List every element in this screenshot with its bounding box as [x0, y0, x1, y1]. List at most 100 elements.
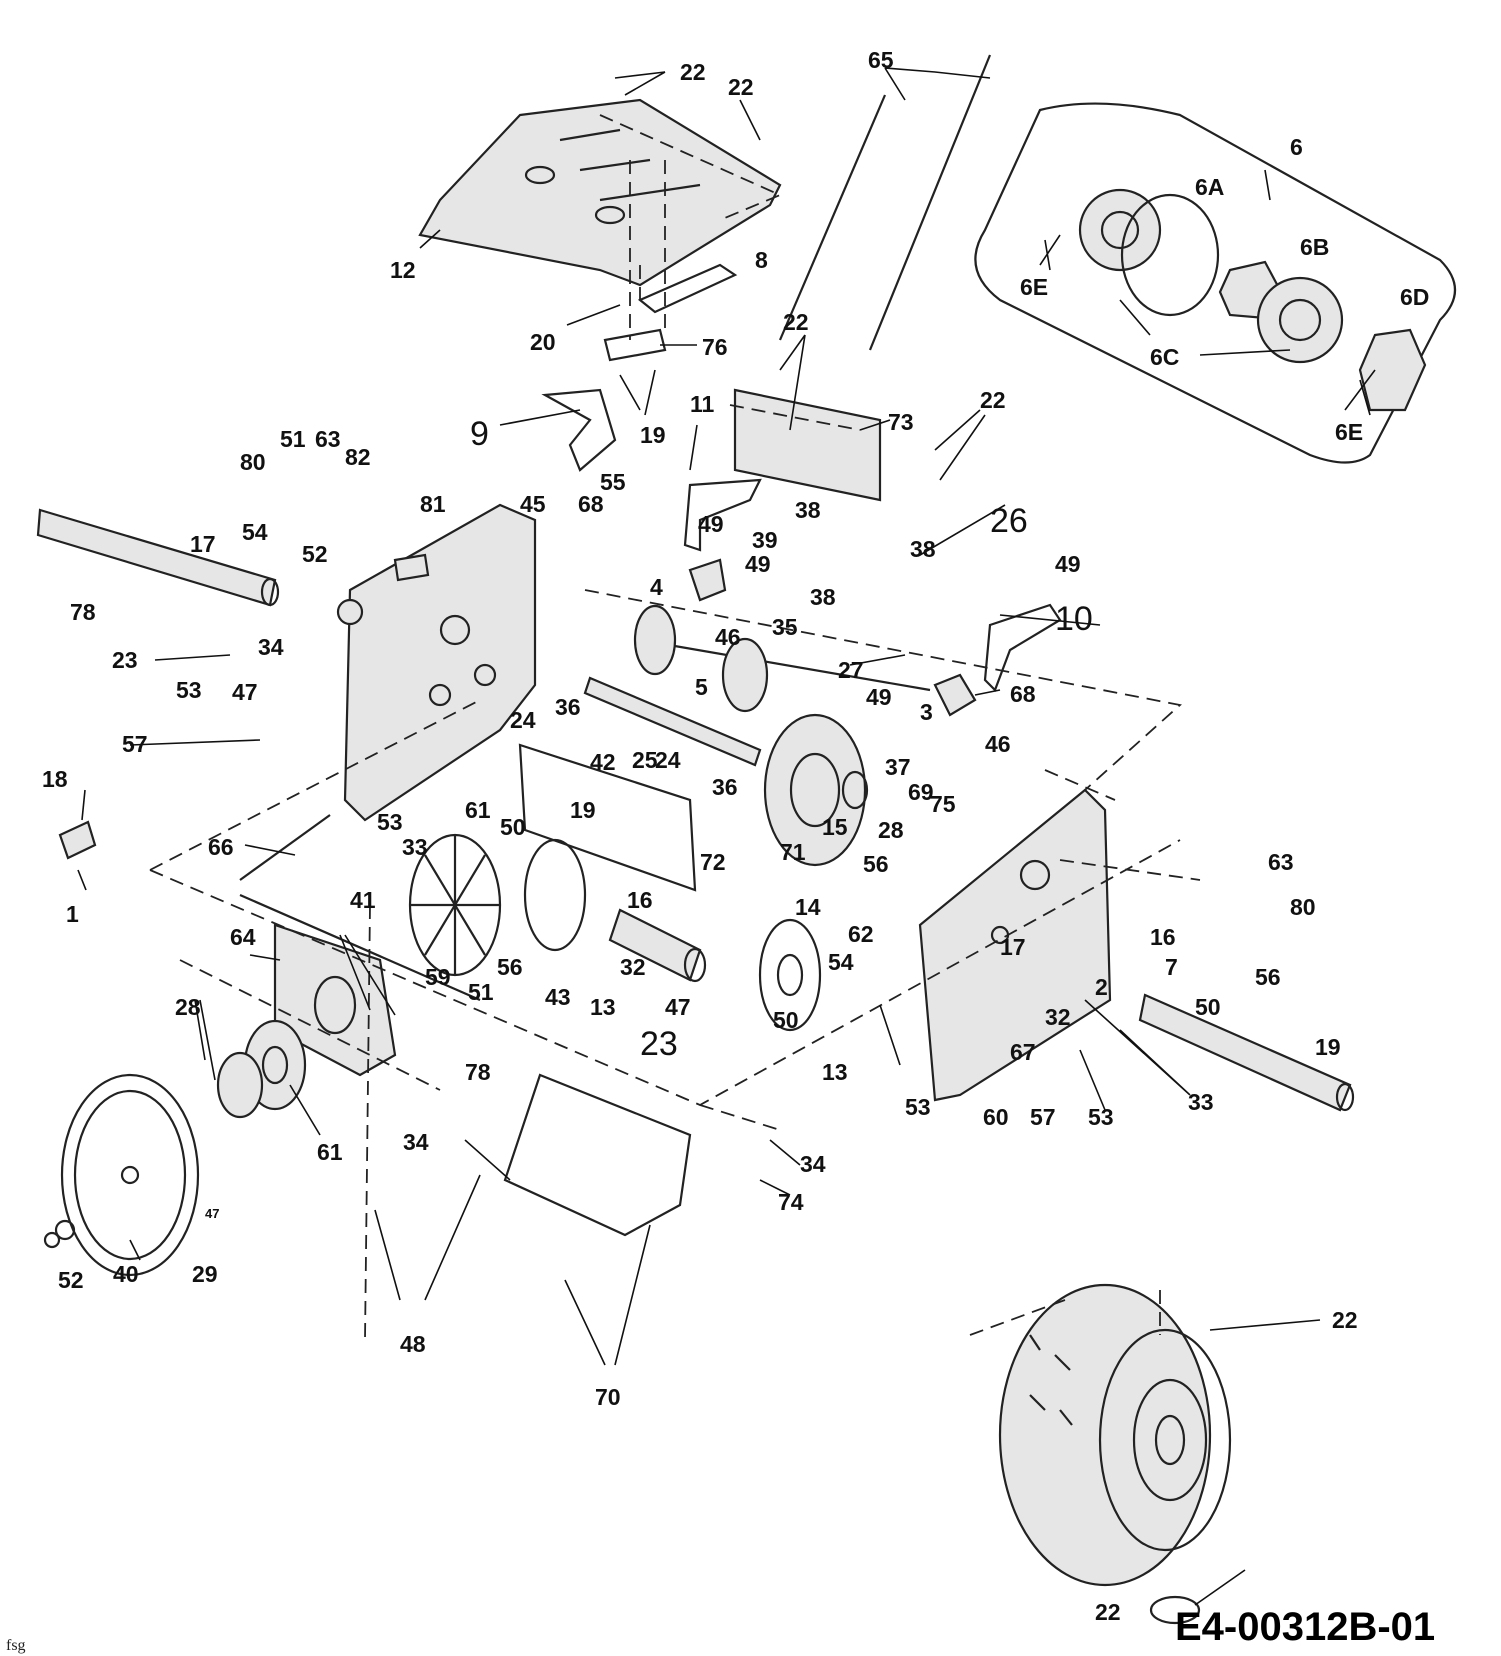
frame-bracket	[518, 743, 697, 892]
cable-bracket	[733, 388, 882, 502]
part-label: 70	[595, 1384, 621, 1410]
part-label: 64	[230, 924, 256, 950]
friction-ring	[1120, 193, 1220, 317]
part-label: 29	[192, 1261, 218, 1287]
part-label: 56	[1255, 964, 1281, 990]
part-label: 80	[240, 449, 266, 475]
footer-note: fsg	[6, 1637, 26, 1654]
part-label: 78	[465, 1059, 491, 1085]
bearing-block	[933, 673, 977, 717]
part-label: 22	[728, 74, 754, 100]
friction-wheel-detail-box	[974, 102, 1456, 464]
part-label: 33	[1188, 1089, 1214, 1115]
part-label: 50	[773, 1007, 799, 1033]
part-label: 76	[702, 334, 728, 360]
rod	[239, 814, 331, 881]
part-label: 48	[400, 1331, 426, 1357]
shift-lever-arm	[541, 388, 617, 472]
part-label: 28	[175, 994, 201, 1020]
part-label: 18	[42, 766, 68, 792]
part-label: 1	[66, 901, 79, 927]
part-label: 6A	[1195, 174, 1224, 200]
part-label: 50	[500, 814, 526, 840]
part-label: 16	[1150, 924, 1176, 950]
part-label: 20	[530, 329, 556, 355]
part-label: 62	[848, 921, 874, 947]
part-label: 56	[863, 851, 889, 877]
part-label: 74	[778, 1189, 804, 1215]
part-label: 14	[795, 894, 821, 920]
part-label: 36	[712, 774, 738, 800]
part-label: 53	[1088, 1104, 1114, 1130]
part-label: 61	[317, 1139, 343, 1165]
part-label: 42	[590, 749, 616, 775]
part-label: 22	[680, 59, 706, 85]
part-label: 53	[377, 809, 403, 835]
bottom-cover-plate	[503, 1073, 692, 1237]
handle-mount-plate	[418, 98, 782, 287]
part-label: 43	[545, 984, 571, 1010]
drive-shaft	[639, 638, 931, 692]
axle-left	[36, 508, 277, 607]
part-label: 17	[190, 531, 216, 557]
sprocket	[721, 637, 769, 713]
part-label: 49	[866, 684, 892, 710]
part-label: 55	[600, 469, 626, 495]
part-label: 6D	[1400, 284, 1429, 310]
part-label: 81	[420, 491, 446, 517]
part-label: 57	[122, 731, 148, 757]
leader-lines	[77, 67, 1376, 1366]
flange-bearing	[336, 598, 364, 626]
bearing-flange	[1358, 328, 1427, 412]
part-label: 67	[1010, 1039, 1036, 1065]
part-label: 22	[783, 309, 809, 335]
shift-link	[637, 263, 738, 314]
friction-wheel	[633, 604, 677, 676]
part-label: 16	[627, 887, 653, 913]
part-label: 24	[655, 747, 681, 773]
part-label: 2	[1095, 974, 1108, 1000]
part-label: 63	[1268, 849, 1294, 875]
part-label: 35	[772, 614, 798, 640]
part-label: 12	[390, 257, 416, 283]
part-label: 8	[755, 247, 768, 273]
friction-disc	[1078, 188, 1162, 272]
part-label: 5	[695, 674, 708, 700]
part-label: 38	[795, 497, 821, 523]
part-label: 69	[908, 779, 934, 805]
part-label: 9	[470, 415, 489, 453]
part-label: 51	[280, 426, 306, 452]
mount-bracket	[58, 820, 97, 860]
part-label: 49	[745, 551, 771, 577]
part-label: 78	[70, 599, 96, 625]
part-label: 23	[112, 647, 138, 673]
part-label: 53	[176, 677, 202, 703]
part-label: 56	[497, 954, 523, 980]
part-label: 36	[555, 694, 581, 720]
part-label: 32	[1045, 1004, 1071, 1030]
part-label: 34	[800, 1151, 826, 1177]
assembly-guide-lines	[149, 114, 1201, 1341]
part-label: 59	[425, 964, 451, 990]
parts-drawing	[36, 54, 1456, 1625]
part-label: 11	[690, 391, 715, 417]
part-label: 19	[570, 797, 596, 823]
part-label: 34	[403, 1129, 429, 1155]
part-label: 27	[838, 657, 864, 683]
part-label: 38	[910, 536, 936, 562]
part-label: 53	[905, 1094, 931, 1120]
hex-shaft	[583, 676, 762, 767]
part-label: 39	[752, 527, 778, 553]
part-label: 50	[1195, 994, 1221, 1020]
part-label: 47	[232, 679, 258, 705]
part-label: 47	[665, 994, 691, 1020]
part-label: 32	[620, 954, 646, 980]
part-label: 37	[885, 754, 911, 780]
part-label: 6	[1290, 134, 1303, 160]
part-label: 6C	[1150, 344, 1179, 370]
part-label: 82	[345, 444, 371, 470]
part-label: 51	[468, 979, 494, 1005]
gear-case	[273, 923, 397, 1077]
part-label: 22	[1332, 1307, 1358, 1333]
